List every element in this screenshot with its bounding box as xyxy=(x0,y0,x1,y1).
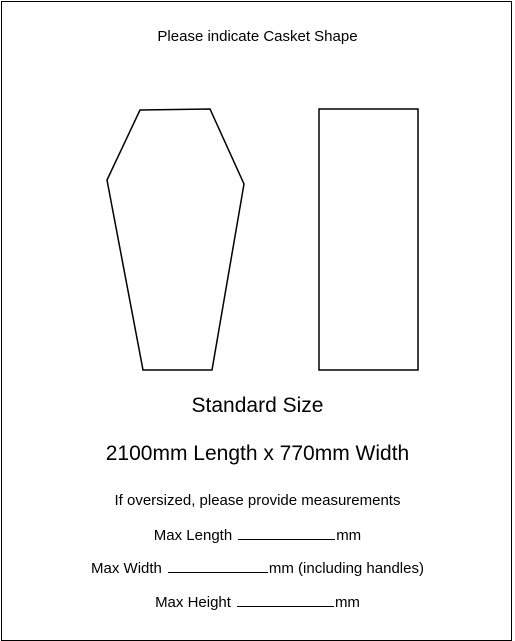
max-height-unit: mm xyxy=(334,594,360,611)
max-height-label: Max Height xyxy=(155,594,231,611)
max-length-field[interactable] xyxy=(238,525,336,540)
standard-size-heading: Standard Size xyxy=(191,394,324,417)
coffin-shape-option[interactable] xyxy=(106,108,245,371)
max-width-row: Max Width mm (including handles) xyxy=(2,558,513,577)
form-title: Please indicate Casket Shape xyxy=(157,28,358,45)
casket-shape-options xyxy=(106,108,419,371)
max-length-label: Max Length xyxy=(153,527,233,544)
max-length-row: Max Length mm xyxy=(2,525,513,544)
max-length-unit: mm xyxy=(336,527,362,544)
standard-size-dimensions: 2100mm Length x 770mm Width xyxy=(105,442,410,465)
max-height-field[interactable] xyxy=(236,592,334,607)
max-height-row: Max Height mm xyxy=(2,592,513,611)
max-width-label: Max Width xyxy=(91,560,162,577)
max-width-field[interactable] xyxy=(167,558,268,573)
oversize-instruction: If oversized, please provide measurement… xyxy=(114,492,401,509)
max-width-unit: mm (including handles) xyxy=(268,560,424,577)
casket-shape-option[interactable] xyxy=(318,108,419,371)
